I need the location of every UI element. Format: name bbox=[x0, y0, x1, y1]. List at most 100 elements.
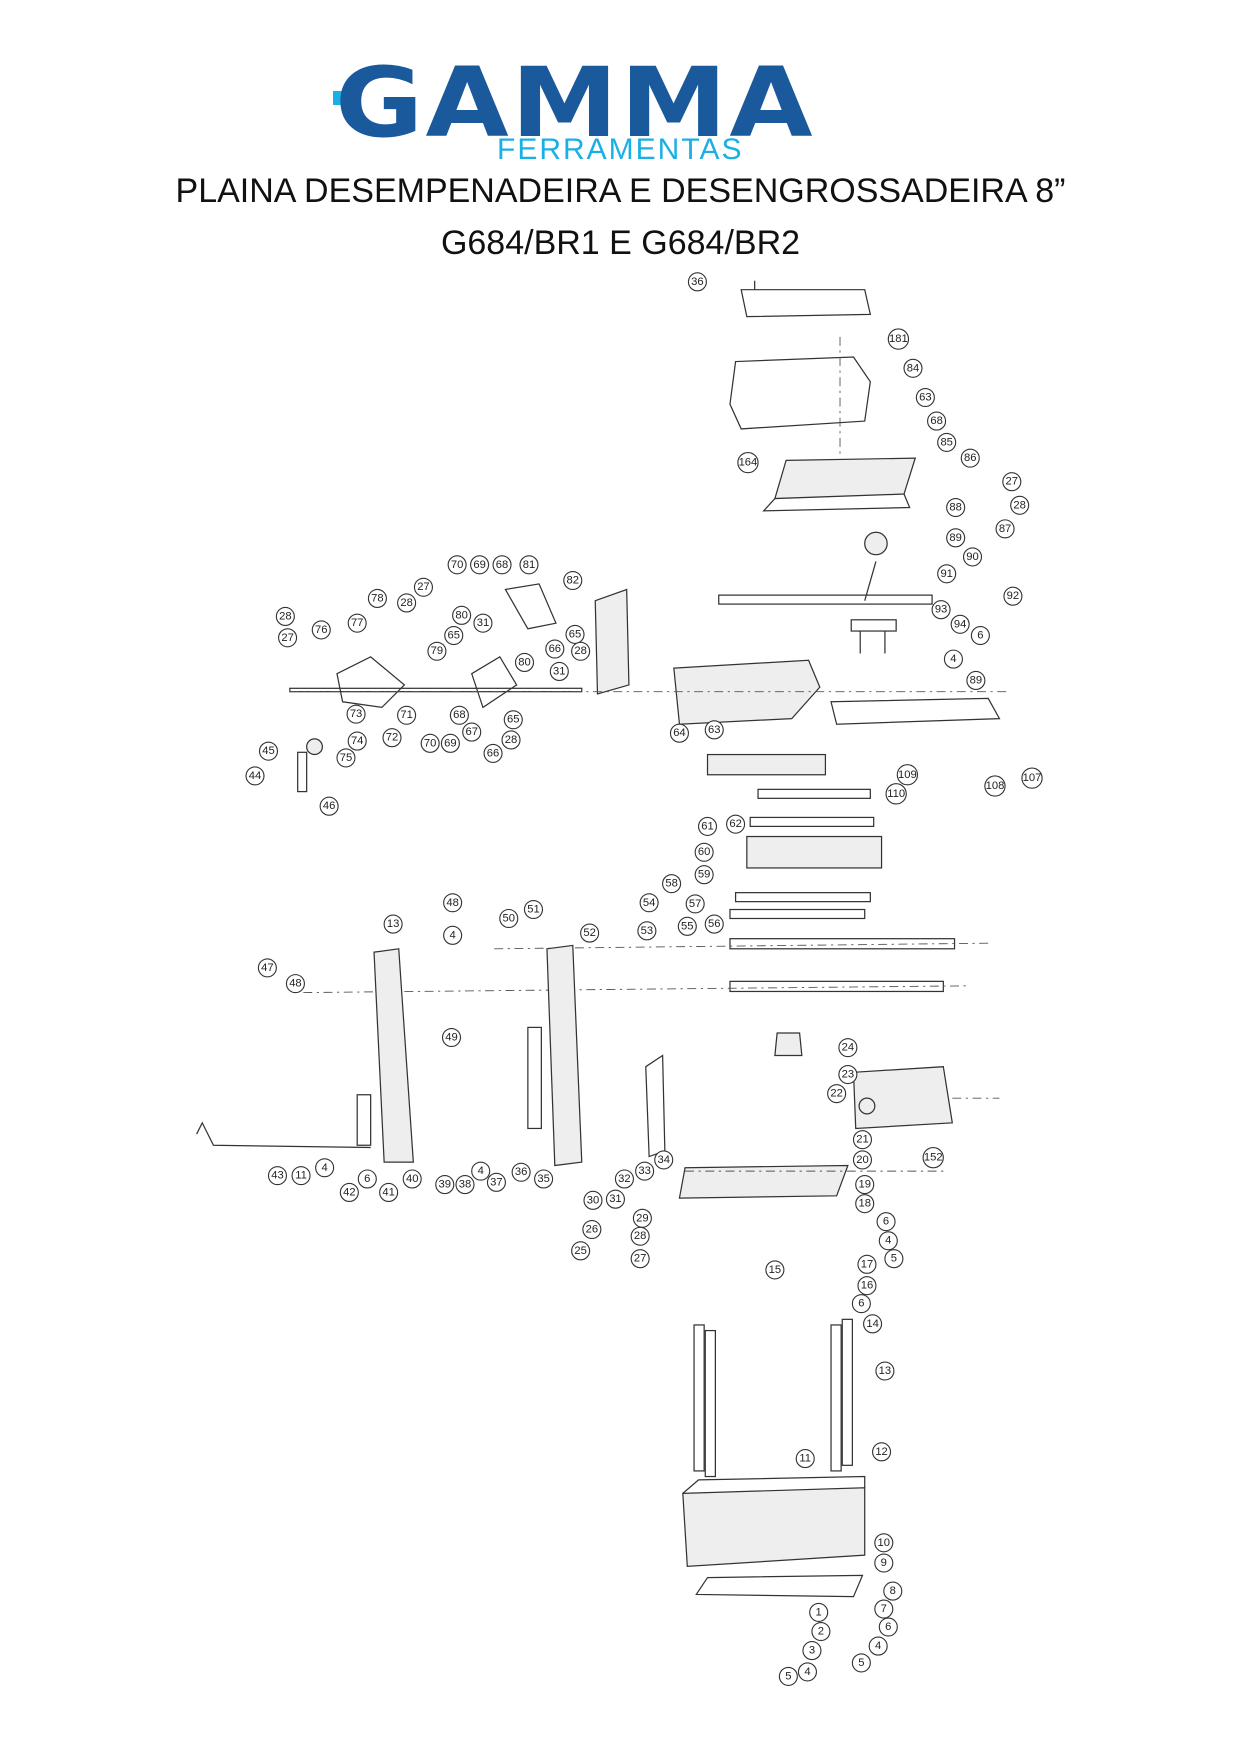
part-callout-35: 35 bbox=[534, 1169, 554, 1189]
part-callout-59: 59 bbox=[694, 865, 714, 885]
part-callout-84: 84 bbox=[903, 358, 923, 378]
part-callout-61: 61 bbox=[697, 816, 718, 836]
part-callout-28: 28 bbox=[275, 606, 295, 626]
callout-circle bbox=[851, 1294, 871, 1314]
part-callout-63: 63 bbox=[704, 720, 724, 740]
part-callout-17: 17 bbox=[857, 1254, 877, 1274]
callout-number: 64 bbox=[673, 727, 685, 739]
callout-circle bbox=[863, 1314, 883, 1334]
part-callout-44: 44 bbox=[245, 766, 265, 786]
callout-circle bbox=[639, 893, 659, 913]
part-callout-20: 20 bbox=[852, 1150, 873, 1170]
callout-circle bbox=[726, 814, 746, 834]
callout-number: 11 bbox=[799, 1453, 811, 1465]
callout-number: 17 bbox=[861, 1258, 873, 1270]
part-callout-48: 48 bbox=[285, 974, 305, 994]
callout-number: 90 bbox=[966, 551, 978, 563]
part-callout-28: 28 bbox=[1010, 495, 1030, 515]
callout-number: 3 bbox=[809, 1645, 815, 1657]
part-callout-11: 11 bbox=[291, 1166, 311, 1186]
callout-circle bbox=[534, 1169, 554, 1189]
part-callout-72: 72 bbox=[382, 728, 402, 748]
callout-circle bbox=[851, 1653, 871, 1673]
part-callout-51: 51 bbox=[523, 899, 544, 920]
callout-number: 63 bbox=[919, 391, 931, 403]
part-callout-37: 37 bbox=[486, 1172, 506, 1192]
callout-number: 15 bbox=[769, 1264, 781, 1276]
callout-number: 55 bbox=[681, 920, 693, 932]
part-callout-36: 36 bbox=[511, 1162, 531, 1182]
callout-number: 28 bbox=[279, 610, 291, 622]
callout-number: 2 bbox=[818, 1625, 824, 1637]
part-callout-4: 4 bbox=[471, 1161, 491, 1181]
callout-circle bbox=[583, 1190, 603, 1210]
callout-number: 60 bbox=[698, 846, 710, 858]
callout-number: 20 bbox=[856, 1154, 868, 1166]
right-side-frame bbox=[546, 944, 583, 1167]
callout-number: 6 bbox=[858, 1298, 864, 1310]
callout-number: 52 bbox=[583, 927, 595, 939]
callout-circle bbox=[809, 1602, 829, 1622]
callout-circle bbox=[486, 1172, 506, 1192]
callout-circle bbox=[435, 1175, 455, 1195]
callout-number: 49 bbox=[445, 1032, 457, 1044]
part-callout-109: 109 bbox=[896, 764, 919, 786]
callout-circle bbox=[319, 796, 339, 816]
callout-number: 28 bbox=[400, 597, 412, 609]
callout-number: 72 bbox=[386, 732, 398, 744]
callout-number: 164 bbox=[739, 457, 758, 469]
callout-number: 43 bbox=[271, 1170, 283, 1182]
part-callout-57: 57 bbox=[685, 894, 705, 914]
logo-wordmark: GAMMA bbox=[335, 47, 815, 159]
part-callout-5: 5 bbox=[851, 1653, 871, 1673]
part-callout-78: 78 bbox=[367, 588, 387, 609]
callout-circle bbox=[852, 1130, 873, 1150]
document-title: PLAINA DESEMPENADEIRA E DESENGROSSADEIRA… bbox=[175, 172, 1066, 210]
callout-circle bbox=[503, 710, 523, 730]
feed-roller bbox=[729, 938, 956, 950]
callout-circle bbox=[662, 874, 682, 894]
callout-number: 31 bbox=[553, 665, 565, 677]
callout-circle bbox=[614, 1169, 634, 1189]
part-callout-62: 62 bbox=[726, 814, 746, 834]
part-callout-50: 50 bbox=[499, 908, 519, 929]
callout-number: 39 bbox=[439, 1179, 451, 1191]
part-callout-11: 11 bbox=[795, 1449, 815, 1469]
callout-circle bbox=[697, 816, 718, 836]
callout-number: 24 bbox=[842, 1042, 854, 1054]
stand-top-plate bbox=[678, 1164, 849, 1199]
callout-number: 4 bbox=[885, 1235, 891, 1247]
fence-plate bbox=[594, 588, 630, 695]
callout-circle bbox=[563, 570, 583, 591]
callout-circle bbox=[571, 641, 591, 661]
part-callout-75: 75 bbox=[336, 748, 356, 768]
table-rail bbox=[830, 697, 1001, 725]
callout-number: 5 bbox=[785, 1670, 791, 1682]
callout-circle bbox=[885, 783, 907, 805]
logo-subtitle: FERRAMENTAS bbox=[497, 133, 744, 166]
part-callout-25: 25 bbox=[571, 1241, 591, 1261]
part-callout-68: 68 bbox=[449, 705, 469, 725]
part-callout-29: 29 bbox=[632, 1208, 652, 1228]
part-callout-5: 5 bbox=[778, 1666, 798, 1686]
callout-number: 8 bbox=[890, 1585, 896, 1597]
callout-number: 10 bbox=[878, 1537, 890, 1549]
left-side-frame bbox=[373, 948, 414, 1163]
part-callouts: 3618184636885861642728888789909192939464… bbox=[245, 272, 1043, 1686]
stand-leg bbox=[830, 1324, 842, 1472]
part-callout-47: 47 bbox=[257, 958, 277, 978]
callout-number: 77 bbox=[351, 617, 363, 629]
callout-circle bbox=[311, 620, 331, 640]
callout-circle bbox=[685, 894, 705, 914]
callout-circle bbox=[347, 613, 367, 633]
callout-number: 68 bbox=[496, 559, 508, 571]
callout-circle bbox=[452, 605, 472, 625]
callout-number: 88 bbox=[949, 502, 961, 514]
callout-number: 27 bbox=[1006, 476, 1018, 488]
callout-circle bbox=[970, 625, 990, 646]
part-callout-81: 81 bbox=[519, 555, 539, 575]
callout-number: 42 bbox=[343, 1186, 355, 1198]
part-callout-18: 18 bbox=[855, 1194, 875, 1214]
callout-circle bbox=[347, 731, 367, 751]
